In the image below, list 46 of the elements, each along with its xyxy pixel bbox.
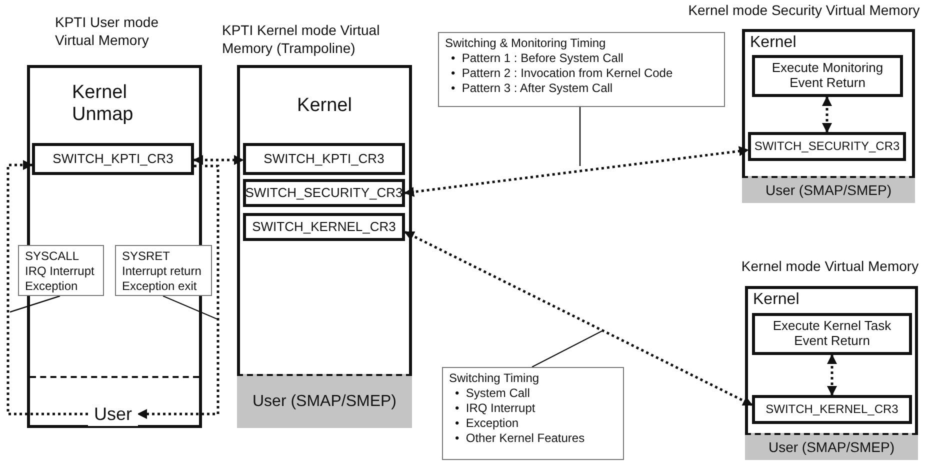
region-label: Kernel Unmap: [72, 82, 134, 126]
process-box: SWITCH_SECURITY_CR3: [243, 179, 405, 207]
note-text: Switching Timing: [449, 371, 540, 386]
arrow: [822, 96, 832, 133]
note-text: SYSCALL IRQ Interrupt Exception: [25, 249, 96, 294]
region-label: Kernel: [753, 291, 800, 310]
note-box: [438, 32, 725, 107]
list-item: • Pattern 3 : After System Call: [451, 81, 614, 96]
user-region: User (SMAP/SMEP): [745, 433, 918, 460]
panel-title: KPTI User mode Virtual Memory: [55, 14, 160, 49]
process-box: SWITCH_KERNEL_CR3: [243, 213, 405, 241]
process-box: SWITCH_KPTI_CR3: [32, 143, 194, 175]
panel-title: Kernel mode Virtual Memory: [740, 258, 920, 276]
note-text: Switching & Monitoring Timing: [445, 36, 607, 51]
list-item: • Pattern 1 : Before System Call: [451, 51, 624, 66]
process-box: SWITCH_KERNEL_CR3: [752, 395, 912, 424]
note-box: [442, 367, 624, 460]
leader-line: [532, 330, 602, 368]
list-item: • Other Kernel Features: [455, 431, 586, 446]
node-label: User: [94, 404, 132, 424]
panel-title: KPTI Kernel mode Virtual Memory (Trampoline): [222, 22, 381, 57]
arrow: [827, 354, 837, 396]
leader-line: [579, 107, 581, 166]
arrow: [404, 146, 749, 197]
arrow: [193, 155, 244, 165]
process-box: SWITCH_SECURITY_CR3: [748, 132, 906, 161]
list-item: • Exception: [455, 416, 520, 431]
region-label: Kernel: [296, 95, 353, 117]
note-box: [115, 245, 212, 296]
arrow: [6, 160, 88, 416]
list-item: • Pattern 2 : Invocation from Kernel Code: [451, 66, 674, 81]
panel-title: Kernel mode Security Virtual Memory: [687, 2, 921, 20]
note-text: SYSRET Interrupt return Exception exit: [122, 249, 202, 294]
process-box: Execute Monitoring Event Return: [752, 55, 903, 97]
user-region: User (SMAP/SMEP): [742, 176, 915, 203]
leader-line: [162, 295, 218, 320]
note-box: [18, 245, 104, 296]
process-box: SWITCH_KPTI_CR3: [243, 143, 405, 175]
list-item: • System Call: [455, 386, 531, 401]
arrow: [137, 164, 220, 419]
process-box: Execute Kernel Task Event Return: [752, 313, 912, 355]
arrow: [404, 230, 753, 406]
list-item: • IRQ Interrupt: [455, 401, 536, 416]
leader-line: [10, 295, 60, 313]
region-label: Kernel: [750, 34, 798, 52]
user-region: User (SMAP/SMEP): [237, 374, 412, 428]
